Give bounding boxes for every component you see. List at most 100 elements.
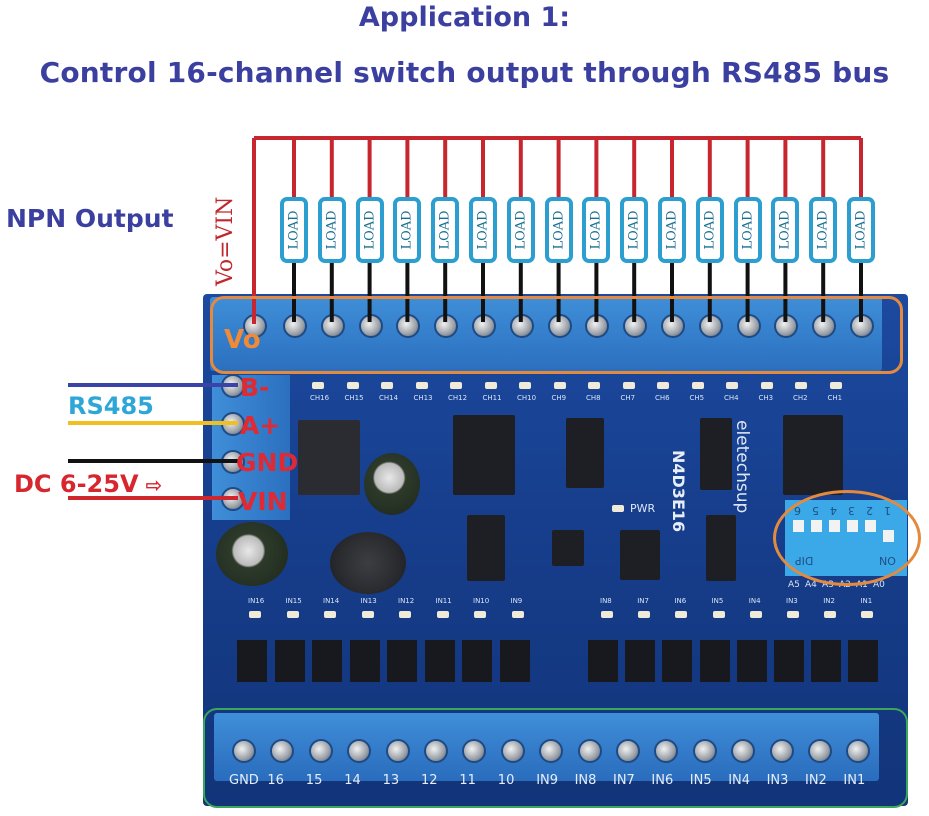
- optocoupler: [237, 640, 267, 682]
- optocoupler: [625, 640, 656, 682]
- terminal-screw: [846, 739, 871, 763]
- ic-chip: [453, 415, 515, 495]
- load-box: LOAD: [695, 197, 724, 263]
- address-label: A0: [873, 580, 885, 590]
- ic-chip: [620, 530, 660, 580]
- channel-led: [726, 382, 738, 389]
- npn-output-label: NPN Output: [6, 204, 174, 233]
- input-led-label: IN8: [600, 597, 612, 605]
- input-led: [749, 611, 762, 618]
- input-highlight-box: [203, 708, 908, 808]
- input-led-label: IN2: [823, 597, 835, 605]
- input-terminal-label: IN2: [805, 773, 827, 788]
- power-led: [612, 505, 624, 512]
- input-led: [286, 611, 299, 618]
- load-label: LOAD: [513, 210, 529, 250]
- input-led: [787, 611, 799, 618]
- pin-label-a: A+: [240, 411, 281, 440]
- input-led: [861, 611, 874, 618]
- input-led-label: IN13: [360, 597, 377, 605]
- pin-label-gnd: GND: [236, 448, 299, 477]
- input-led-label: IN4: [748, 597, 761, 605]
- load-box: LOAD: [506, 197, 535, 263]
- channel-led: [657, 382, 669, 389]
- channel-led-label: CH14: [379, 394, 399, 402]
- input-led: [361, 611, 374, 618]
- load-box: LOAD: [620, 197, 649, 263]
- input-terminal-label: 16: [267, 773, 284, 788]
- channel-led-label: CH15: [344, 394, 364, 402]
- vo-terminal-label: Vo: [224, 325, 261, 355]
- input-led: [324, 611, 336, 618]
- input-led-label: IN9: [510, 597, 523, 605]
- voltage-regulator: [298, 420, 360, 495]
- optocoupler: [349, 640, 380, 682]
- optocoupler: [312, 640, 342, 682]
- input-terminal-label: GND: [229, 773, 259, 788]
- input-led: [824, 611, 837, 618]
- load-box: LOAD: [733, 197, 762, 263]
- input-led: [474, 611, 486, 618]
- input-terminal-label: IN8: [574, 773, 597, 788]
- channel-led-label: CH10: [517, 394, 537, 402]
- load-box: LOAD: [469, 197, 497, 263]
- output-terminal-block: [210, 297, 882, 371]
- channel-led-label: CH11: [482, 394, 502, 402]
- load-label: LOAD: [324, 210, 340, 250]
- channel-led-label: CH7: [620, 394, 636, 402]
- arrow-right-icon: ⇨: [138, 473, 163, 497]
- input-terminal-label: IN7: [613, 773, 635, 788]
- input-led-label: IN1: [860, 597, 873, 605]
- load-label: LOAD: [362, 210, 378, 250]
- channel-led-label: CH16: [310, 394, 330, 402]
- load-box: LOAD: [809, 197, 838, 263]
- terminal-screw: [654, 739, 679, 763]
- channel-led-label: CH13: [413, 394, 433, 402]
- input-led: [511, 611, 524, 618]
- channel-led: [691, 382, 704, 389]
- input-terminal-label: IN4: [728, 773, 751, 788]
- load-label: LOAD: [815, 210, 831, 250]
- terminal-screw: [731, 739, 756, 763]
- optocoupler: [274, 640, 305, 682]
- terminal-screw: [539, 739, 564, 763]
- load-box: LOAD: [355, 197, 384, 263]
- channel-led-label: CH5: [689, 394, 705, 402]
- input-led: [436, 611, 449, 618]
- terminal-screw: [347, 739, 372, 763]
- input-led: [399, 611, 411, 618]
- load-box: LOAD: [393, 197, 422, 263]
- load-label: LOAD: [702, 210, 718, 250]
- address-label: A3: [822, 580, 834, 590]
- channel-led: [622, 382, 635, 389]
- channel-led-label: CH2: [793, 394, 808, 402]
- input-terminal-label: IN6: [651, 773, 674, 788]
- load-box: LOAD: [771, 197, 800, 263]
- power-led-label: PWR: [630, 502, 656, 515]
- input-led-label: IN3: [786, 597, 798, 605]
- input-terminal-label: IN5: [689, 773, 712, 788]
- channel-led: [346, 382, 359, 389]
- terminal-screw: [808, 739, 832, 763]
- load-label: LOAD: [740, 210, 756, 250]
- channel-led: [484, 382, 497, 389]
- capacitor: [364, 453, 420, 515]
- terminal-screw: [462, 739, 487, 763]
- vo-equals-vin-label: Vo=VIN: [213, 196, 238, 286]
- channel-led: [553, 382, 566, 389]
- ic-chip: [700, 418, 732, 490]
- pin-label-vin: VIN: [238, 487, 288, 516]
- terminal-screw: [308, 739, 333, 763]
- title-line-2: Control 16-channel switch output through…: [39, 56, 890, 89]
- ic-chip: [467, 515, 505, 581]
- channel-led-label: CH9: [551, 394, 567, 402]
- load-box: LOAD: [847, 197, 875, 263]
- capacitor: [216, 522, 288, 586]
- load-box: LOAD: [658, 197, 686, 263]
- optocoupler: [736, 640, 767, 682]
- input-led-label: IN16: [248, 597, 265, 605]
- input-led: [712, 611, 725, 618]
- input-terminal-label: 12: [421, 773, 438, 788]
- channel-led-label: CH6: [655, 394, 670, 402]
